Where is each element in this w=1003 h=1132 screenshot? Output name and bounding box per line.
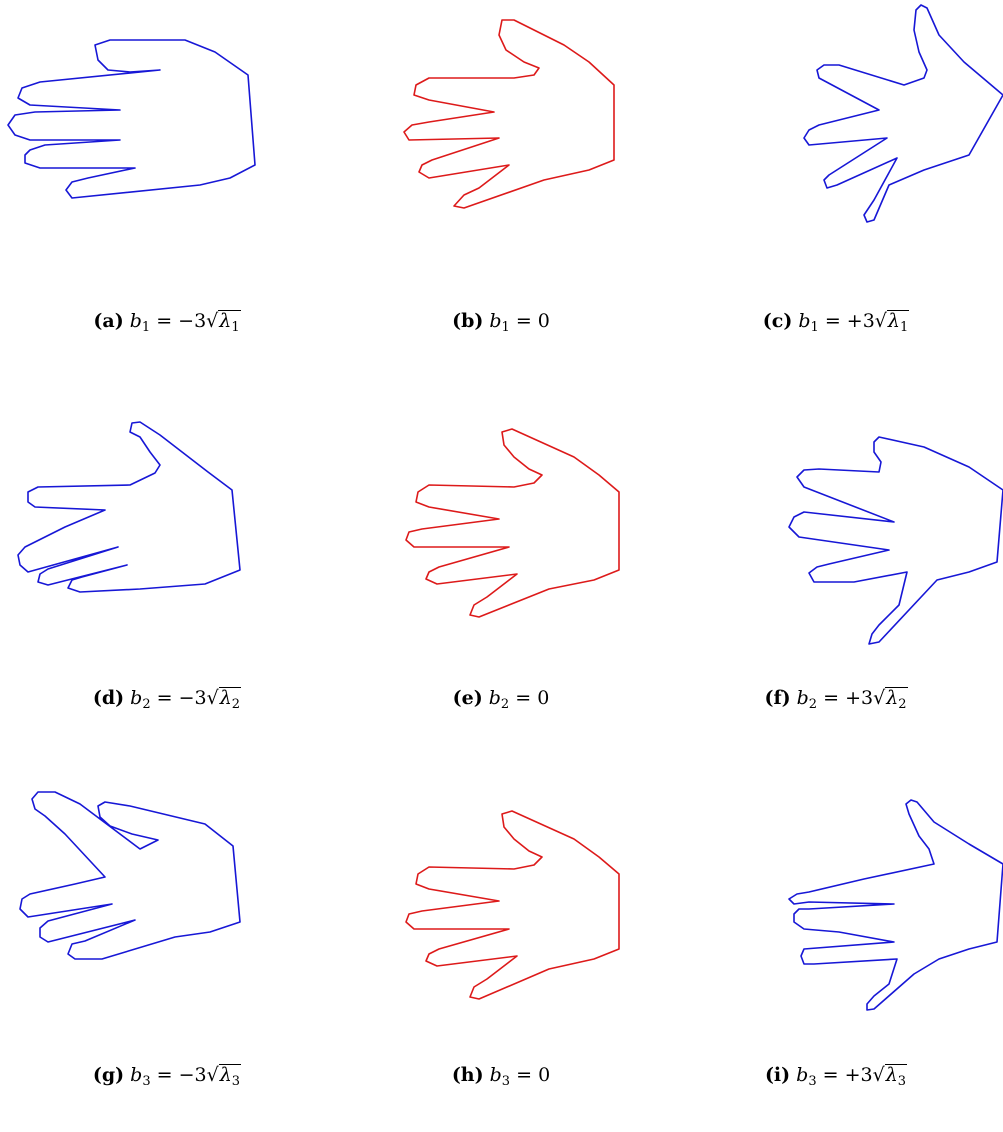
panel-h: (h)b3 = 0 [334, 754, 668, 1131]
panel-a: (a)b1 = −3√λ1 [0, 0, 334, 377]
caption-a: (a)b1 = −3√λ1 [0, 310, 334, 335]
hand-outline-h [334, 754, 668, 1054]
caption-label: (d) [93, 687, 124, 709]
hand-outline-g [0, 754, 334, 1054]
caption-label: (c) [763, 310, 793, 332]
panel-d: (d)b2 = −3√λ2 [0, 377, 334, 754]
caption-b: (b)b1 = 0 [334, 310, 668, 335]
hand-outline-b [334, 0, 668, 300]
hand-outline-f [669, 377, 1003, 677]
panel-f: (f)b2 = +3√λ2 [669, 377, 1003, 754]
caption-g: (g)b3 = −3√λ3 [0, 1064, 334, 1089]
hand-outline-c [669, 0, 1003, 300]
panel-g: (g)b3 = −3√λ3 [0, 754, 334, 1131]
caption-f: (f)b2 = +3√λ2 [669, 687, 1003, 712]
hand-outline-i [669, 754, 1003, 1054]
caption-label: (g) [93, 1064, 124, 1086]
caption-label: (b) [452, 310, 483, 332]
caption-label: (a) [93, 310, 123, 332]
caption-c: (c)b1 = +3√λ1 [669, 310, 1003, 335]
hand-outline-d [0, 377, 334, 677]
panel-e: (e)b2 = 0 [334, 377, 668, 754]
caption-e: (e)b2 = 0 [334, 687, 668, 712]
caption-label: (e) [453, 687, 483, 709]
caption-h: (h)b3 = 0 [334, 1064, 668, 1089]
caption-label: (i) [765, 1064, 790, 1086]
panel-c: (c)b1 = +3√λ1 [669, 0, 1003, 377]
caption-label: (f) [764, 687, 790, 709]
caption-d: (d)b2 = −3√λ2 [0, 687, 334, 712]
caption-i: (i)b3 = +3√λ3 [669, 1064, 1003, 1089]
hand-outline-e [334, 377, 668, 677]
caption-label: (h) [452, 1064, 484, 1086]
hand-outline-a [0, 0, 334, 300]
panel-i: (i)b3 = +3√λ3 [669, 754, 1003, 1131]
panel-b: (b)b1 = 0 [334, 0, 668, 377]
